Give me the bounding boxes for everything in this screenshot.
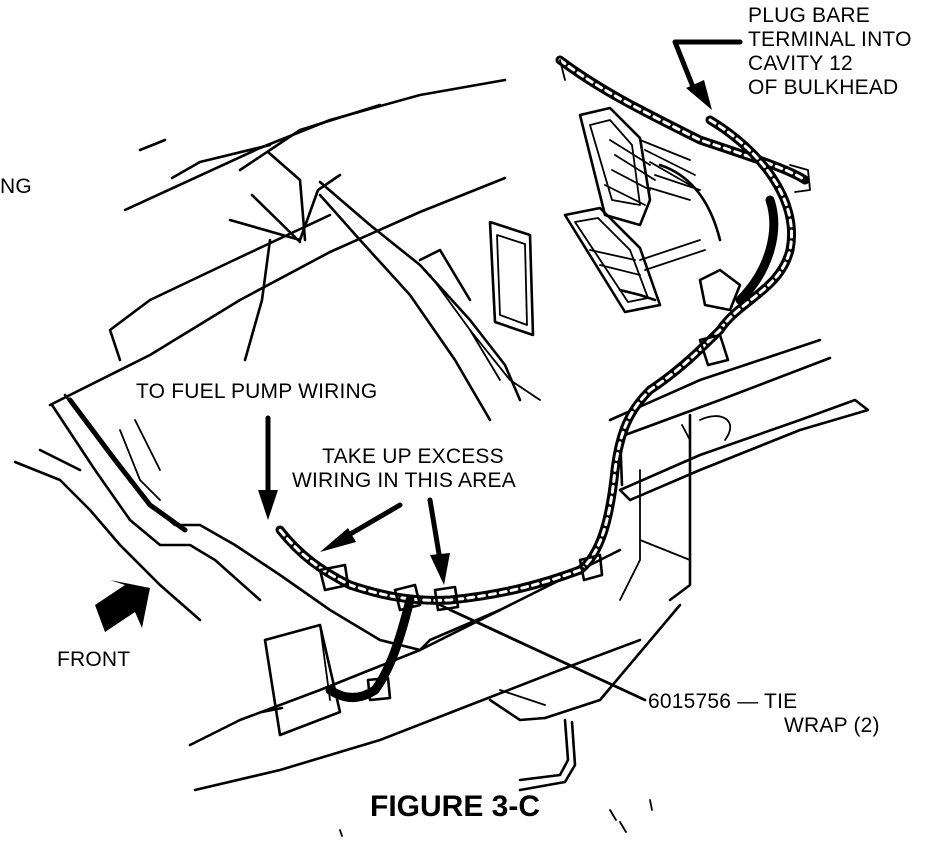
left-edge-fragment-label: NG bbox=[0, 175, 32, 198]
wire-harness bbox=[275, 55, 811, 702]
take-up-arrow-left-icon bbox=[320, 528, 356, 552]
fuel-pump-wiring-label: TO FUEL PUMP WIRING bbox=[136, 380, 378, 403]
wire-tail bbox=[518, 718, 577, 792]
floor-bracket bbox=[260, 623, 342, 737]
tie-wrap-line-2: WRAP (2) bbox=[784, 714, 880, 737]
callout-leaders bbox=[258, 39, 743, 702]
fuel-pump-arrow-icon bbox=[258, 490, 278, 520]
front-label: FRONT bbox=[57, 648, 131, 671]
floor-channel bbox=[188, 548, 682, 792]
body-panel-outline bbox=[48, 78, 541, 422]
bulkhead-connector bbox=[563, 106, 662, 314]
tie-wrap-label: 6015756 — TIE WRAP (2) bbox=[648, 690, 880, 738]
tie-wrap-line-1: 6015756 — TIE bbox=[648, 690, 798, 713]
take-up-line-1: TAKE UP EXCESS bbox=[322, 445, 504, 468]
plug-bare-arrow-icon bbox=[686, 80, 712, 110]
plug-bare-line-4: OF BULKHEAD bbox=[748, 76, 899, 99]
bulkhead-wire-fan bbox=[639, 139, 722, 271]
plug-bare-terminal-label: PLUG BARE TERMINAL INTO CAVITY 12 OF BUL… bbox=[748, 4, 912, 100]
take-up-line-2: WIRING IN THIS AREA bbox=[292, 469, 516, 492]
plug-bare-line-3: CAVITY 12 bbox=[748, 52, 853, 75]
plug-bare-line-1: PLUG BARE bbox=[748, 4, 871, 27]
take-up-arrow-right-icon bbox=[430, 553, 450, 585]
figure-title: FIGURE 3-C bbox=[370, 790, 541, 823]
floor-rocker-outline bbox=[13, 393, 422, 652]
take-up-excess-label: TAKE UP EXCESS WIRING IN THIS AREA bbox=[292, 445, 516, 493]
plug-bare-line-2: TERMINAL INTO bbox=[748, 28, 912, 51]
front-arrow-icon bbox=[95, 580, 150, 632]
scan-specks bbox=[339, 799, 653, 837]
side-rail bbox=[608, 338, 870, 602]
access-plate bbox=[488, 220, 535, 337]
